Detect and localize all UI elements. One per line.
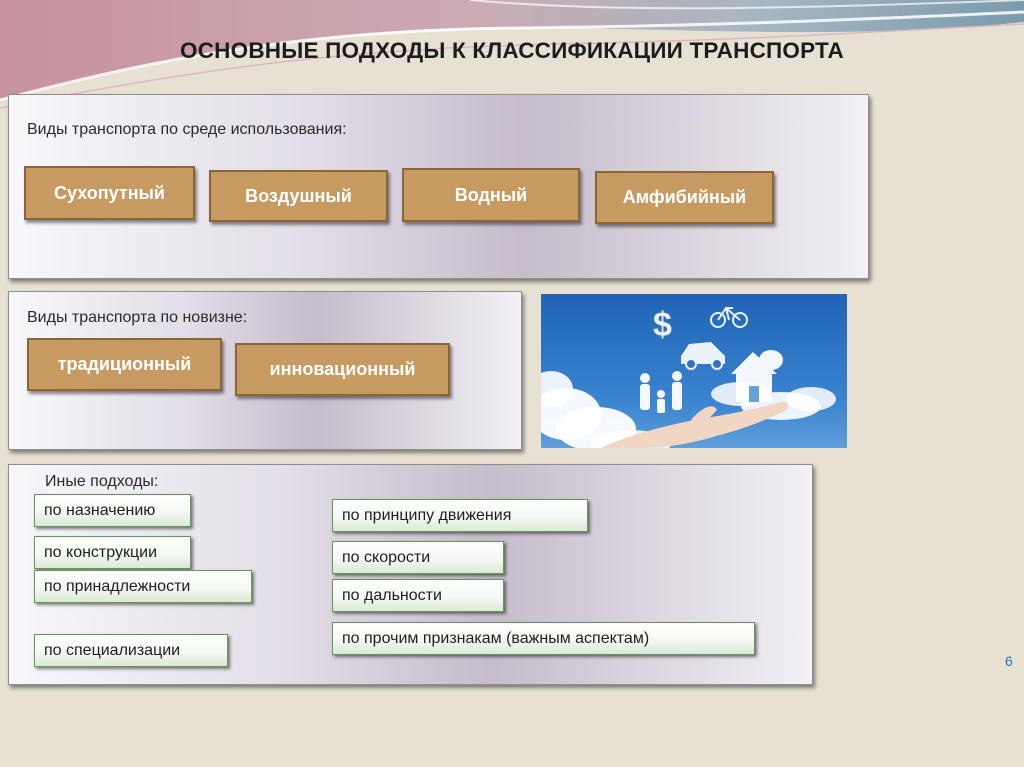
land-transport-box: Сухопутный xyxy=(24,166,195,220)
amphibious-transport-box: Амфибийный xyxy=(595,171,774,224)
approach-by-speed: по скорости xyxy=(332,541,504,574)
slide-title: ОСНОВНЫЕ ПОДХОДЫ К КЛАССИФИКАЦИИ ТРАНСПО… xyxy=(0,38,1024,64)
approach-by-other-features: по прочим признакам (важным аспектам) xyxy=(332,622,755,655)
water-transport-box: Водный xyxy=(402,168,580,222)
approach-by-specialization: по специализации xyxy=(34,634,228,667)
traditional-transport-box: традиционный xyxy=(27,338,222,391)
approach-by-movement-principle: по принципу движения xyxy=(332,499,588,532)
other-approaches-heading: Иные подходы: xyxy=(45,473,158,491)
environment-heading: Виды транспорта по среде использования: xyxy=(27,121,347,139)
clouds-hand-photo: $ xyxy=(541,294,847,448)
svg-text:$: $ xyxy=(653,306,672,344)
novelty-heading: Виды транспорта по новизне: xyxy=(27,309,247,327)
page-number: 6 xyxy=(1005,653,1013,669)
approach-by-ownership: по принадлежности xyxy=(34,570,252,603)
approach-by-design: по конструкции xyxy=(34,536,191,569)
dollar-icon: $ xyxy=(653,306,672,344)
air-transport-box: Воздушный xyxy=(209,170,388,222)
innovative-transport-box: инновационный xyxy=(235,343,450,396)
approach-by-purpose: по назначению xyxy=(34,494,191,527)
approach-by-distance: по дальности xyxy=(332,579,504,612)
